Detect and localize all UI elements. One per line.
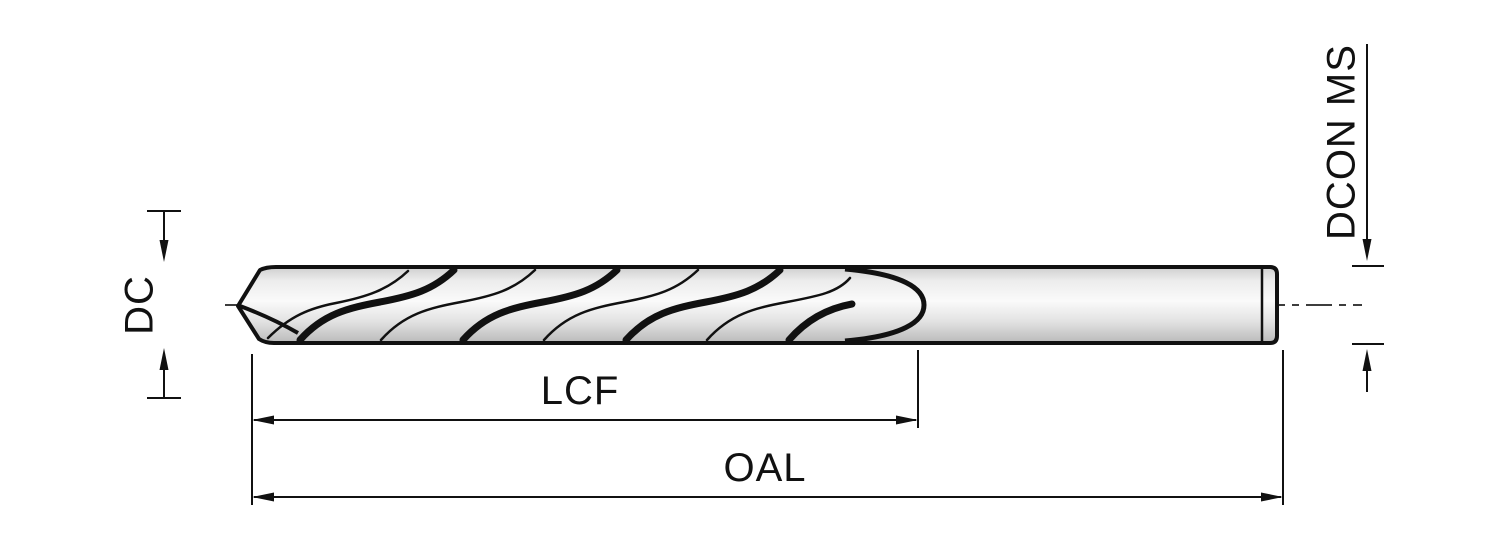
flute-lines xyxy=(266,266,856,344)
oal-arrow-right xyxy=(1261,492,1283,502)
dcon-label: DCON MS xyxy=(1320,44,1364,240)
dcon-arrow-up xyxy=(1362,349,1372,371)
dim-dcon: DCON MS xyxy=(1320,44,1384,392)
drill-silhouette xyxy=(236,265,1279,345)
dim-dc: DC xyxy=(118,210,181,399)
flute-heel-edge xyxy=(266,269,410,340)
lcf-arrow-left xyxy=(252,415,274,425)
flute-edge xyxy=(622,266,784,344)
oal-label: OAL xyxy=(723,446,806,490)
dc-arrow-down xyxy=(159,240,169,262)
flute-edge xyxy=(459,266,621,344)
dc-arrow-up xyxy=(159,348,169,370)
lcf-arrow-right xyxy=(896,415,918,425)
oal-arrow-left xyxy=(252,492,274,502)
flute-heel-edge xyxy=(379,268,537,342)
flute-heel-edge xyxy=(542,268,700,342)
flute-edge xyxy=(785,300,856,344)
dim-lcf: LCF xyxy=(252,350,919,428)
lcf-label: LCF xyxy=(541,369,620,413)
dcon-arrow-down xyxy=(1362,239,1372,261)
dc-label: DC xyxy=(118,275,162,335)
flute-edge xyxy=(296,266,458,344)
flute-runout-curve xyxy=(844,266,927,344)
flute-heel-edge xyxy=(705,276,852,342)
dim-oal: OAL xyxy=(251,350,1284,505)
tip-cutting-edge xyxy=(239,304,299,335)
drill-bit xyxy=(236,265,1279,345)
